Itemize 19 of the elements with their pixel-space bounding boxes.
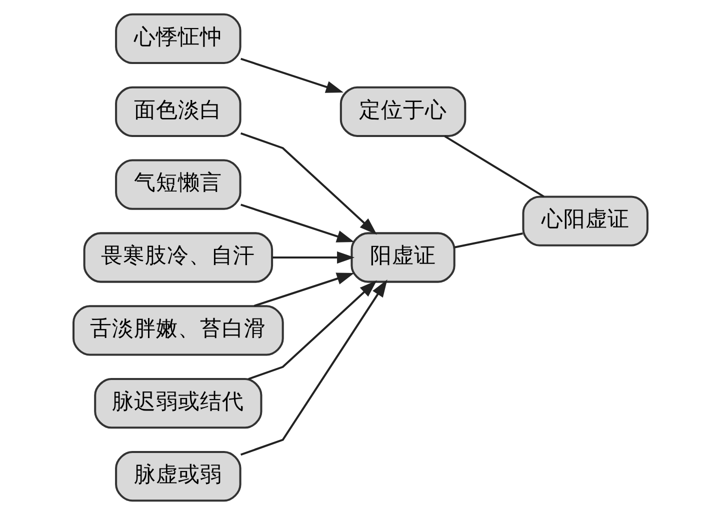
arrow <box>253 272 354 306</box>
arrow <box>240 57 343 92</box>
node-box: 面色淡白 <box>114 86 241 136</box>
node-box: 舌淡胖嫩、苔白滑 <box>72 304 284 356</box>
node-box: 气短懒言 <box>114 158 241 210</box>
node-box: 脉虚或弱 <box>114 450 241 502</box>
node-box: 心阳虚证 <box>522 195 648 246</box>
arrow <box>240 279 387 456</box>
node-box: 畏寒肢冷、自汗 <box>82 232 273 282</box>
node-box: 定位于心 <box>339 86 466 136</box>
node-box: 心悸怔忡 <box>114 12 241 64</box>
node-box: 脉迟弱或结代 <box>94 378 262 428</box>
node-box: 阳虚证 <box>350 232 455 282</box>
arrow <box>248 280 376 380</box>
connector <box>454 232 522 248</box>
arrow <box>240 203 354 242</box>
arrow <box>240 132 376 234</box>
arrow <box>272 250 354 264</box>
connector <box>444 134 544 197</box>
